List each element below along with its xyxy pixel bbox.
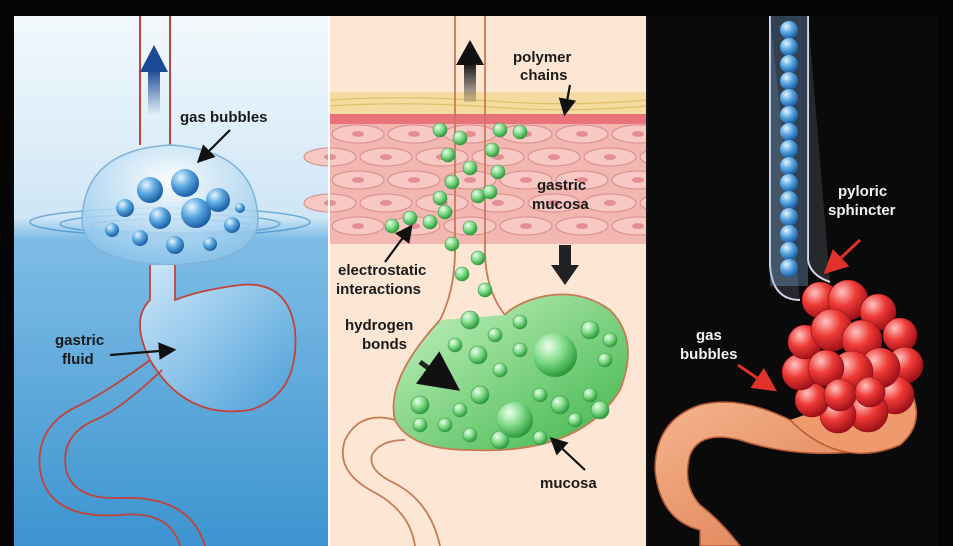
label-gas-bubbles-right-line2: bubbles <box>680 346 738 363</box>
label-polymer-line1: polymer <box>513 49 572 66</box>
label-hydrogen-line2: bonds <box>362 336 407 353</box>
label-gastric-fluid-line2: fluid <box>62 351 94 368</box>
label-gastric-mucosa-line2: mucosa <box>532 196 589 213</box>
label-gas-bubbles-left: gas bubbles <box>180 109 268 126</box>
label-electrostatic-line2: interactions <box>336 281 421 298</box>
label-gastric-fluid-line1: gastric <box>55 332 104 349</box>
label-electrostatic-line1: electrostatic <box>338 262 426 279</box>
divider-left <box>328 16 330 546</box>
label-gastric-mucosa-line1: gastric <box>537 177 586 194</box>
label-gas-bubbles-right-line1: gas <box>696 327 722 344</box>
panel-left: gas bubbles gastric fluid <box>14 16 328 546</box>
blue-bubble-column <box>780 21 798 277</box>
panel-middle: polymer chains gastric mucosa electrosta… <box>304 16 692 546</box>
label-mucosa: mucosa <box>540 475 597 492</box>
label-hydrogen-line1: hydrogen <box>345 317 413 334</box>
label-pyloric-line1: pyloric <box>838 183 887 200</box>
mucosa-border <box>330 114 646 124</box>
large-green-bubble <box>533 333 577 377</box>
divider-right <box>646 16 648 546</box>
label-polymer-line2: chains <box>520 67 568 84</box>
label-pyloric-line2: sphincter <box>828 202 896 219</box>
panel-right: pyloric sphincter gas bubbles <box>648 16 939 546</box>
